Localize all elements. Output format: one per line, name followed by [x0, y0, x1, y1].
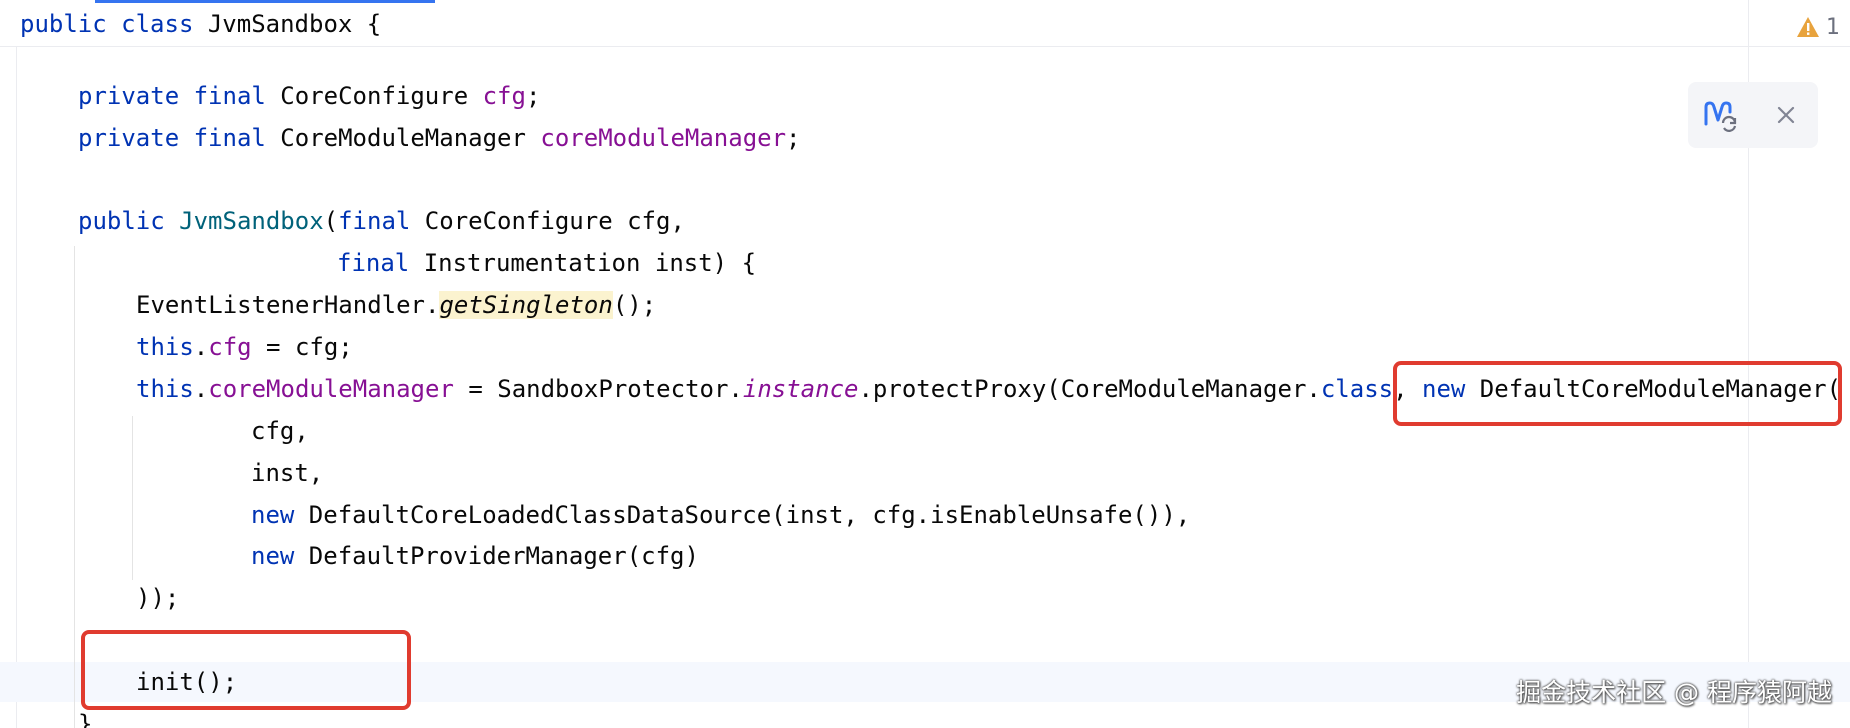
- code-line-class-decl[interactable]: public class JvmSandbox {: [20, 4, 381, 44]
- code-token: DefaultCoreLoadedClassDataSource(inst, c…: [294, 501, 1191, 529]
- code-line-close-paren[interactable]: ));: [136, 578, 179, 618]
- code-line-get-singleton[interactable]: EventListenerHandler.getSingleton();: [136, 285, 656, 325]
- code-token: ));: [136, 584, 180, 612]
- code-token: [107, 10, 121, 38]
- code-token: CoreConfigure: [265, 82, 483, 110]
- code-token: .: [193, 375, 209, 403]
- code-token: DefaultCoreModuleManager(: [1465, 375, 1842, 403]
- code-token: new: [251, 542, 295, 570]
- indent-guide: [132, 416, 133, 580]
- code-token: [179, 124, 193, 152]
- maven-reload-toolbar: [1688, 82, 1818, 148]
- maven-reload-button[interactable]: [1701, 95, 1741, 135]
- code-line-arg-provider[interactable]: new DefaultProviderManager(cfg): [251, 536, 699, 576]
- code-line-close-brace[interactable]: }: [78, 704, 92, 728]
- code-token: DefaultProviderManager(cfg): [294, 542, 699, 570]
- code-token: ;: [525, 82, 541, 110]
- code-token: cfg,: [251, 417, 309, 445]
- code-token: final: [193, 82, 266, 110]
- code-token: inst,: [251, 459, 324, 487]
- warning-triangle-icon: [1797, 17, 1819, 37]
- inspection-widget[interactable]: 1: [1796, 12, 1840, 42]
- code-token: ;: [786, 124, 801, 152]
- code-line-constructor-param[interactable]: final Instrumentation inst) {: [337, 243, 756, 283]
- close-icon: [1777, 106, 1794, 124]
- code-line-field-manager[interactable]: private final CoreModuleManager coreModu…: [78, 118, 801, 158]
- code-token: this: [136, 333, 194, 361]
- editor-sticky-header: [0, 0, 1850, 47]
- gutter-divider: [16, 46, 17, 728]
- highlight-box-new-manager: [1393, 361, 1842, 426]
- code-token: class: [1320, 375, 1394, 403]
- code-token: [165, 207, 179, 235]
- code-token: init();: [136, 668, 238, 696]
- code-token: private: [78, 82, 180, 110]
- maven-reload-icon: [1704, 101, 1736, 132]
- code-line-field-cfg[interactable]: private final CoreConfigure cfg;: [78, 76, 540, 116]
- code-token: cfg: [482, 82, 526, 110]
- code-token: private: [78, 124, 180, 152]
- code-token: Instrumentation inst) {: [409, 249, 757, 277]
- code-token: getSingleton: [439, 291, 613, 319]
- code-line-arg-datasource[interactable]: new DefaultCoreLoadedClassDataSource(ins…: [251, 495, 1190, 535]
- watermark: 掘金技术社区 @ 程序猿阿越: [1516, 678, 1832, 707]
- close-toolbar-button[interactable]: [1766, 95, 1806, 135]
- code-token: = cfg;: [251, 333, 353, 361]
- code-line-arg-inst[interactable]: inst,: [251, 453, 323, 493]
- code-token: CoreConfigure cfg,: [410, 207, 685, 235]
- code-token: coreModuleManager: [540, 124, 787, 152]
- code-token: JvmSandbox {: [193, 10, 382, 38]
- warning-count: 1: [1826, 14, 1840, 40]
- code-token: [179, 82, 193, 110]
- code-token: cfg: [208, 333, 252, 361]
- code-token: ();: [612, 291, 657, 319]
- code-token: }: [78, 710, 93, 728]
- code-token: new: [251, 501, 295, 529]
- code-line-init[interactable]: init();: [136, 662, 237, 702]
- code-token: public: [78, 207, 165, 235]
- code-token: public: [20, 10, 107, 38]
- code-line-assign-cfg[interactable]: this.cfg = cfg;: [136, 327, 353, 367]
- code-token: final: [337, 249, 410, 277]
- code-token: final: [193, 124, 266, 152]
- code-token: .: [193, 333, 209, 361]
- code-token: JvmSandbox: [179, 207, 324, 235]
- code-token: = SandboxProtector.: [453, 375, 743, 403]
- code-token: instance: [742, 375, 859, 403]
- code-token: EventListenerHandler.: [136, 291, 440, 319]
- code-token: class: [121, 10, 194, 38]
- code-token: (: [323, 207, 339, 235]
- caret-row-highlight: [0, 662, 1850, 702]
- code-token: new: [1422, 375, 1466, 403]
- code-line-assign-manager[interactable]: this.coreModuleManager = SandboxProtecto…: [136, 369, 1841, 409]
- indent-guide: [74, 246, 75, 728]
- code-token: final: [338, 207, 411, 235]
- code-token: coreModuleManager: [208, 375, 454, 403]
- active-tab-indicator: [95, 0, 435, 3]
- code-line-constructor[interactable]: public JvmSandbox(final CoreConfigure cf…: [78, 201, 685, 241]
- highlight-box-init-call: [81, 630, 411, 710]
- code-line-arg-cfg[interactable]: cfg,: [251, 411, 309, 451]
- code-token: this: [136, 375, 194, 403]
- code-token: CoreModuleManager: [265, 124, 541, 152]
- code-token: .protectProxy(CoreModuleManager.: [858, 375, 1321, 403]
